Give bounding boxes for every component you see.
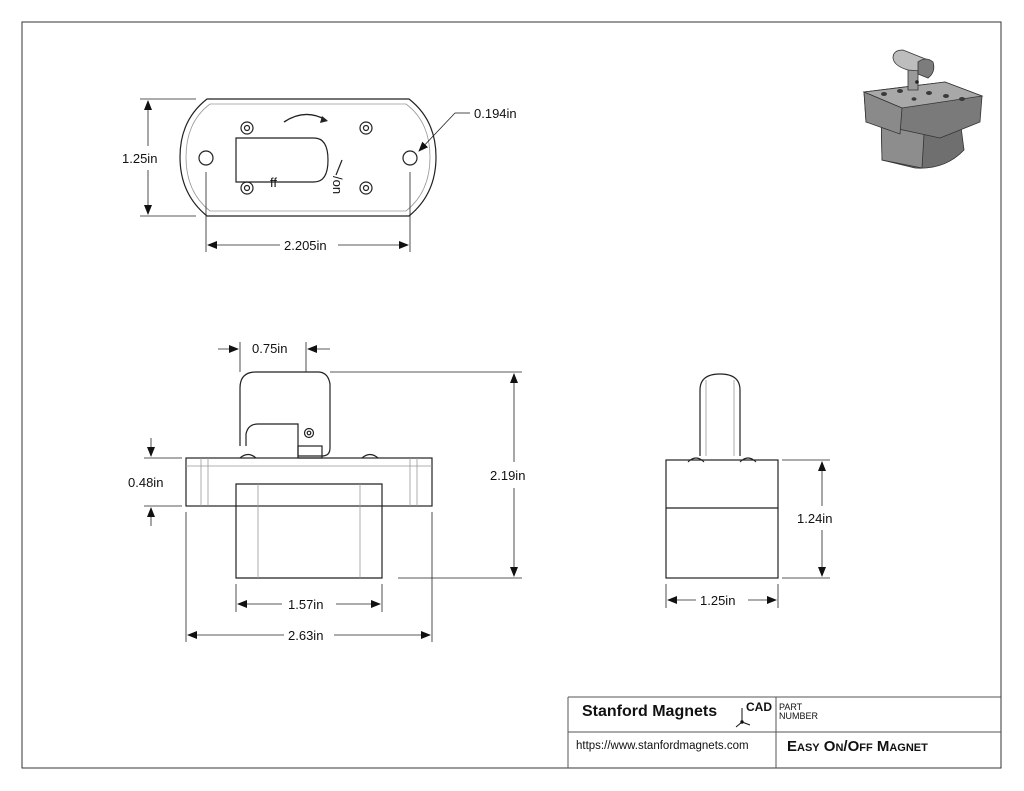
dim-body-width: 1.57in (288, 597, 323, 612)
dim-top-height: 1.25in (122, 151, 157, 166)
mounting-hole-right (402, 150, 418, 166)
top-dimensions (140, 98, 470, 252)
cad-logo-text: CAD (746, 700, 772, 714)
side-view (665, 373, 779, 579)
dim-overall-width: 2.63in (288, 628, 323, 643)
dim-side-width: 1.25in (700, 593, 735, 608)
part-label-line1: PART (779, 702, 803, 712)
drawing-title: Easy On/Off Magnet (787, 738, 928, 755)
part-label-line2: NUMBER (779, 711, 819, 721)
company-url: https://www.stanfordmagnets.com (576, 740, 749, 752)
dim-flange-thickness: 0.48in (128, 475, 163, 490)
plate-screws (240, 121, 373, 195)
front-handle (239, 371, 331, 457)
top-view (179, 98, 437, 217)
top-plate-outline (179, 98, 437, 217)
dim-top-width: 2.205in (284, 238, 327, 253)
sheet-border (21, 21, 1002, 769)
side-handle (699, 373, 741, 456)
dim-hole-diameter: 0.194in (474, 106, 517, 121)
rotation-arc (283, 113, 327, 123)
label-on: /on (330, 176, 345, 194)
side-dimensions (665, 459, 830, 608)
part-number-label: PART NUMBER (779, 703, 818, 721)
front-flange (185, 457, 433, 507)
dim-overall-height: 2.19in (490, 468, 525, 483)
title-block (567, 696, 1001, 768)
handle-slot (235, 137, 329, 183)
dim-side-height: 1.24in (797, 511, 832, 526)
front-view (185, 371, 433, 579)
front-body (235, 483, 383, 579)
company-name: Stanford Magnets (582, 703, 718, 720)
mounting-hole-left (198, 150, 214, 166)
top-plate-inner-outline (185, 103, 431, 212)
label-off: ff (270, 175, 277, 190)
cad-logo-icon (735, 708, 751, 728)
side-body (665, 459, 779, 579)
isometric-view (862, 49, 984, 169)
front-dimensions (144, 342, 522, 642)
dim-handle-width: 0.75in (252, 341, 287, 356)
